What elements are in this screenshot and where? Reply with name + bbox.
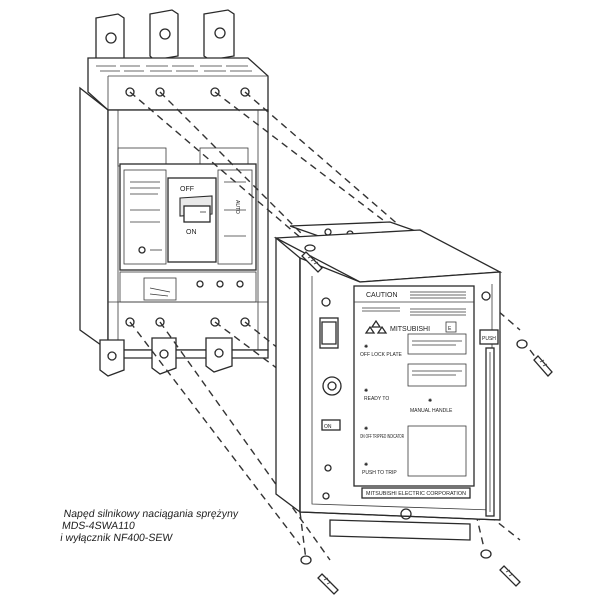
caption-line-2: MDS-4SWA110 — [61, 520, 136, 532]
screw — [301, 244, 323, 273]
circuit-breaker: AUTO OFF ON — [79, 9, 269, 377]
on-off-indicator-label: ON OFF TRIPPED INDICATOR — [360, 434, 404, 440]
breaker-body: AUTO OFF ON — [79, 86, 269, 359]
screw — [480, 549, 492, 559]
push-label: PUSH — [482, 336, 496, 342]
screw — [499, 565, 521, 587]
svg-text:✺: ✺ — [364, 462, 368, 468]
svg-text:AUTO: AUTO — [234, 200, 240, 214]
top-terminals — [95, 9, 235, 65]
screws — [300, 244, 553, 595]
caption-line-3: i wyłącznik NF400-SEW — [59, 532, 174, 544]
manual-handle-label: MANUAL HANDLE — [410, 408, 453, 414]
motor-drive-unit: ON CAUTION MITSUBISHI E ✺ OFF LOCK PLATE… — [273, 221, 503, 541]
ready-label: READY TO — [364, 396, 389, 402]
svg-text:✺: ✺ — [364, 426, 368, 432]
svg-text:ON: ON — [324, 424, 332, 430]
screw — [317, 573, 339, 595]
caption: Napęd silnikowy naciągania sprężyny MDS-… — [59, 508, 284, 544]
caption-line-1: Napęd silnikowy naciągania sprężyny — [62, 508, 240, 520]
center-panel: CAUTION MITSUBISHI E ✺ OFF LOCK PLATE ✺ … — [353, 285, 475, 499]
off-lock-label: OFF LOCK PLATE — [360, 352, 403, 358]
caution-label: CAUTION — [366, 292, 398, 299]
breaker-on-label: ON — [186, 229, 197, 236]
breaker-off-label: OFF — [180, 186, 194, 193]
screw — [516, 339, 528, 349]
brand-label: MITSUBISHI — [390, 326, 430, 333]
push-slot: PUSH — [479, 291, 499, 517]
top-vent-block — [87, 57, 269, 111]
svg-text:✺: ✺ — [364, 344, 368, 350]
svg-text:✺: ✺ — [428, 398, 432, 404]
screw — [533, 355, 553, 377]
push-to-trip-label: PUSH TO TRIP — [362, 470, 397, 476]
screw — [300, 555, 312, 565]
bottom-strip-label: MITSUBISHI ELECTRIC CORPORATION — [366, 491, 466, 497]
svg-text:✺: ✺ — [364, 388, 368, 394]
left-controls: ON — [319, 297, 342, 500]
svg-text:E: E — [448, 326, 452, 332]
